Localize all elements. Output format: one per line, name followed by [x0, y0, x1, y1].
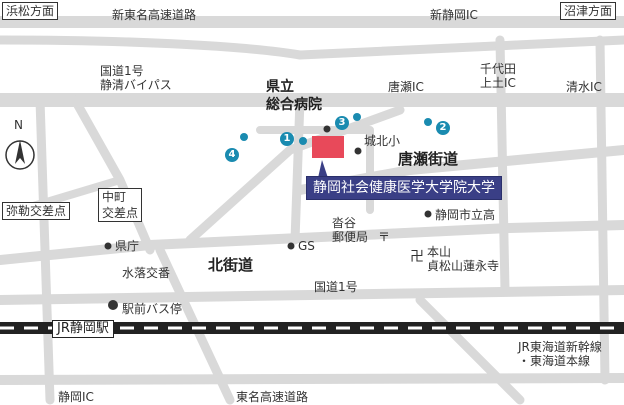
bus-marker-4: 4	[225, 148, 239, 162]
road-vertical-east	[495, 35, 510, 295]
label-karase-kaido: 唐瀬街道	[398, 150, 459, 168]
label-hamamatsu: 浜松方面	[2, 2, 59, 20]
label-kenritsu-hospital: 県立 総合病院	[266, 79, 322, 113]
road-diagonal-center	[185, 105, 405, 245]
label-tomei: 東名高速道路	[236, 390, 309, 404]
bus-stop-icon	[240, 133, 248, 141]
label-numazu: 沼津方面	[560, 2, 617, 20]
koukou-dot	[424, 210, 432, 218]
bus-stop-icon	[424, 118, 432, 126]
label-shizuoka-kodai: 静岡市立高	[435, 208, 496, 222]
north-arrow-icon	[5, 140, 35, 170]
label-nakacho: 中町 交差点	[98, 188, 143, 222]
bus-marker-2: 2	[436, 121, 450, 135]
road-vertical-west	[35, 95, 55, 405]
label-ekimae-bus: 駅前バス停	[122, 302, 183, 316]
johoku-dot	[354, 147, 362, 155]
school-building	[312, 136, 344, 158]
temple-icon: 卍	[410, 249, 424, 265]
label-mizuochi: 水落交番	[122, 266, 171, 280]
kencho-dot	[104, 242, 112, 250]
road-route1	[0, 285, 624, 305]
label-jr-station: JR静岡駅	[52, 320, 114, 338]
label-shin-tomei: 新東名高速道路	[112, 8, 197, 22]
label-chiyoda-ic: 千代田 上土IC	[480, 62, 517, 90]
label-shimizu-ic: 清水IC	[566, 80, 602, 94]
road-kitakaido	[0, 220, 624, 265]
gs-dot	[287, 242, 295, 250]
bus-marker-3: 3	[335, 116, 349, 130]
label-kitakaido: 北街道	[208, 256, 254, 274]
label-gs: GS	[298, 239, 315, 253]
post-office-icon: 〒	[378, 230, 391, 244]
label-shizuoka-ic: 静岡IC	[58, 390, 94, 404]
label-karase-ic: 唐瀬IC	[388, 80, 424, 94]
road-diagonal-west	[70, 95, 155, 255]
road-vertical-hospital	[290, 95, 305, 245]
road-upper	[0, 35, 624, 60]
bus-stop-icon	[353, 113, 361, 121]
label-route1-bypass: 国道1号 静清バイパス	[100, 64, 172, 92]
road-tomei	[0, 373, 624, 385]
school-name-label: 静岡社会健康医学大学院大学	[306, 176, 502, 200]
label-johoku-sho: 城北小	[364, 134, 401, 148]
school-pointer	[318, 160, 328, 178]
label-route1: 国道1号	[314, 280, 358, 294]
bus-marker-1: 1	[280, 132, 294, 146]
bus-stop-icon	[299, 137, 307, 145]
road-diag-se	[415, 295, 525, 405]
label-asahi-post: 沓谷 郵便局	[332, 216, 369, 244]
label-honzan: 本山 貞松山蓮永寺	[427, 245, 500, 273]
bus-stop-icon	[108, 300, 118, 310]
label-compass-n: N	[14, 118, 23, 132]
label-jr-lines: JR東海道新幹線 ・東海道本線	[518, 340, 602, 368]
label-kencho: 県庁	[115, 239, 140, 253]
label-yakin: 弥勒交差点	[2, 202, 71, 220]
label-shin-shizuoka-ic: 新静岡IC	[430, 8, 478, 22]
kenritsu-dot	[323, 125, 331, 133]
